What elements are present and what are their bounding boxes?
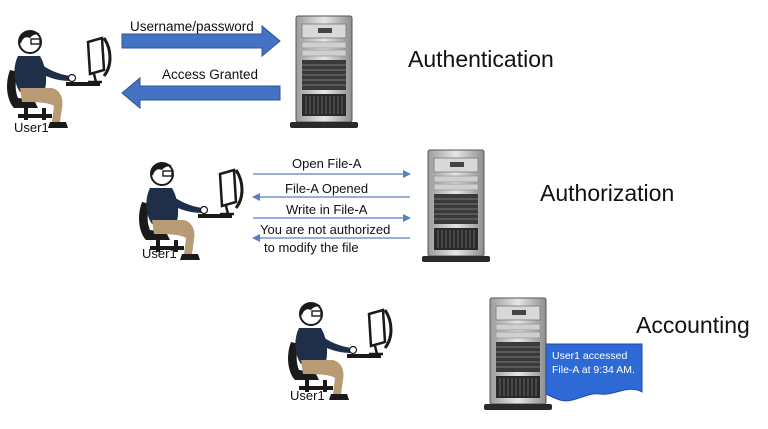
user-at-computer-icon	[5, 28, 112, 130]
user-label: User1	[14, 120, 49, 135]
user-at-computer-icon	[286, 300, 393, 402]
request-arrow	[121, 24, 281, 58]
server-tower-icon	[289, 15, 359, 129]
msg-write-file: Write in File-A	[286, 202, 368, 217]
server-tower-icon	[421, 149, 491, 263]
section-title-authorization: Authorization	[540, 180, 675, 206]
log-note-line: User1 accessed	[552, 350, 628, 362]
user-label: User1	[290, 388, 325, 403]
user-label: User1	[142, 246, 177, 261]
msg-modify-file: to modify the file	[264, 240, 359, 255]
log-note: User1 accessed File-A at 9:34 AM.	[552, 349, 642, 377]
server-tower-icon	[483, 297, 553, 411]
document-note-icon	[545, 343, 643, 402]
log-note-line: File-A at 9:34 AM.	[552, 364, 635, 376]
msg-file-opened: File-A Opened	[285, 181, 369, 196]
response-arrow	[121, 76, 281, 110]
msg-open-file: Open File-A	[292, 156, 362, 171]
section-title-authentication: Authentication	[408, 46, 554, 72]
section-title-accounting: Accounting	[636, 312, 750, 338]
msg-username-password: Username/password	[130, 19, 254, 34]
msg-not-authorized: You are not authorized	[260, 222, 391, 237]
msg-access-granted: Access Granted	[162, 67, 259, 82]
